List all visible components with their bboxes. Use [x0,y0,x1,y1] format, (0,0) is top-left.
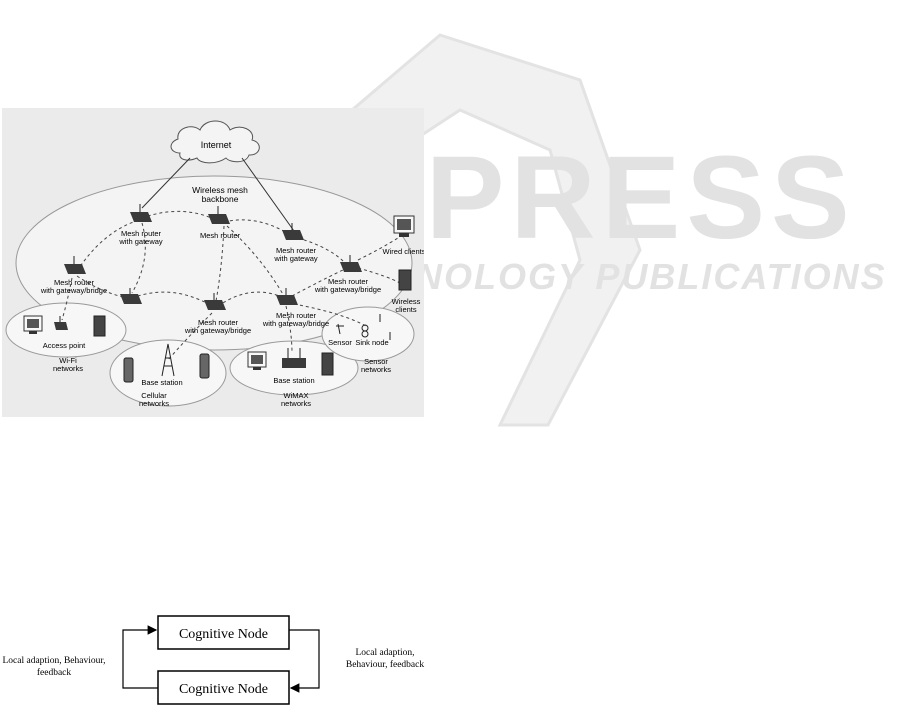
cognitive-node-bottom-label: Cognitive Node [179,682,268,697]
left-loop-label-line2: feedback [37,667,72,678]
right-loop-label-line1: Local adaption, [355,648,414,658]
sensor-label: Sensor [328,338,352,347]
svg-text:with gateway/bridge: with gateway/bridge [184,326,251,335]
backbone-label-line2: backbone [202,194,239,204]
right-loop-label-line2: Behaviour, feedback [346,659,424,670]
svg-text:WiMAX: WiMAX [284,391,309,400]
svg-text:Mesh router: Mesh router [198,318,239,327]
svg-text:Wi-Fi: Wi-Fi [59,356,77,365]
wired-client-monitor [393,215,415,237]
cognitive-node-bottom [157,670,290,705]
svg-text:Mesh router: Mesh router [54,278,95,287]
router-bridge-lower-right: Mesh router with gateway/bridge [262,288,329,328]
left-loop-label-line1: Local adaption, Behaviour, [2,656,105,666]
wireless-mesh-figure: Internet Wireless me [2,108,424,417]
router-gateway-left: Mesh router with gateway [118,204,163,246]
cognitive-node-figure: Cognitive Node Cognitive Node Local adap… [0,610,440,710]
cognitive-node-top [157,615,290,650]
svg-text:Mesh router: Mesh router [276,246,317,255]
svg-text:Mesh router: Mesh router [200,231,241,240]
cellular-network-region [109,339,227,407]
sensor-devices [336,314,391,340]
wireless-client-device [398,269,412,291]
svg-text:with gateway/bridge: with gateway/bridge [314,285,381,294]
access-point-label: Access point [43,341,86,350]
internet-links [141,157,295,232]
svg-text:Sensor: Sensor [364,357,388,366]
cognitive-node-top-label: Cognitive Node [179,627,268,642]
svg-text:networks: networks [139,399,169,408]
router-gateway-right: Mesh router with gateway [273,223,318,263]
svg-text:Cellular: Cellular [141,391,167,400]
router-lower-left [120,288,142,304]
wifi-devices [23,315,106,337]
svg-text:with gateway/bridge: with gateway/bridge [40,286,107,295]
router-bridge-left: Mesh router with gateway/bridge [40,256,107,295]
svg-text:Wireless: Wireless [392,297,421,306]
feedback-arrow-right [289,629,320,693]
internet-cloud: Internet [170,120,260,164]
svg-text:Mesh router: Mesh router [121,229,162,238]
cellular-devices [123,343,210,383]
svg-text:networks: networks [361,365,391,374]
wired-clients-label: Wired clients [383,247,424,256]
svg-text:clients: clients [395,305,417,314]
router-bridge-center: Mesh router with gateway/bridge [184,293,251,335]
router-center: Mesh router [200,206,241,240]
svg-text:with gateway: with gateway [273,254,318,263]
cellular-base-station-label: Base station [141,378,182,387]
internet-label: Internet [201,140,232,150]
wimax-devices [247,348,334,376]
backbone-label-line1: Wireless mesh [192,185,248,195]
svg-text:with gateway/bridge: with gateway/bridge [262,319,329,328]
mesh-backbone-region [15,175,413,351]
svg-text:Mesh router: Mesh router [328,277,369,286]
svg-text:networks: networks [53,364,83,373]
svg-text:networks: networks [281,399,311,408]
wimax-base-station-label: Base station [273,376,314,385]
sink-node-label: Sink node [355,338,388,347]
svg-text:with gateway: with gateway [118,237,163,246]
svg-text:Mesh router: Mesh router [276,311,317,320]
feedback-arrow-left [122,625,158,689]
router-bridge-right: Mesh router with gateway/bridge [314,255,381,294]
